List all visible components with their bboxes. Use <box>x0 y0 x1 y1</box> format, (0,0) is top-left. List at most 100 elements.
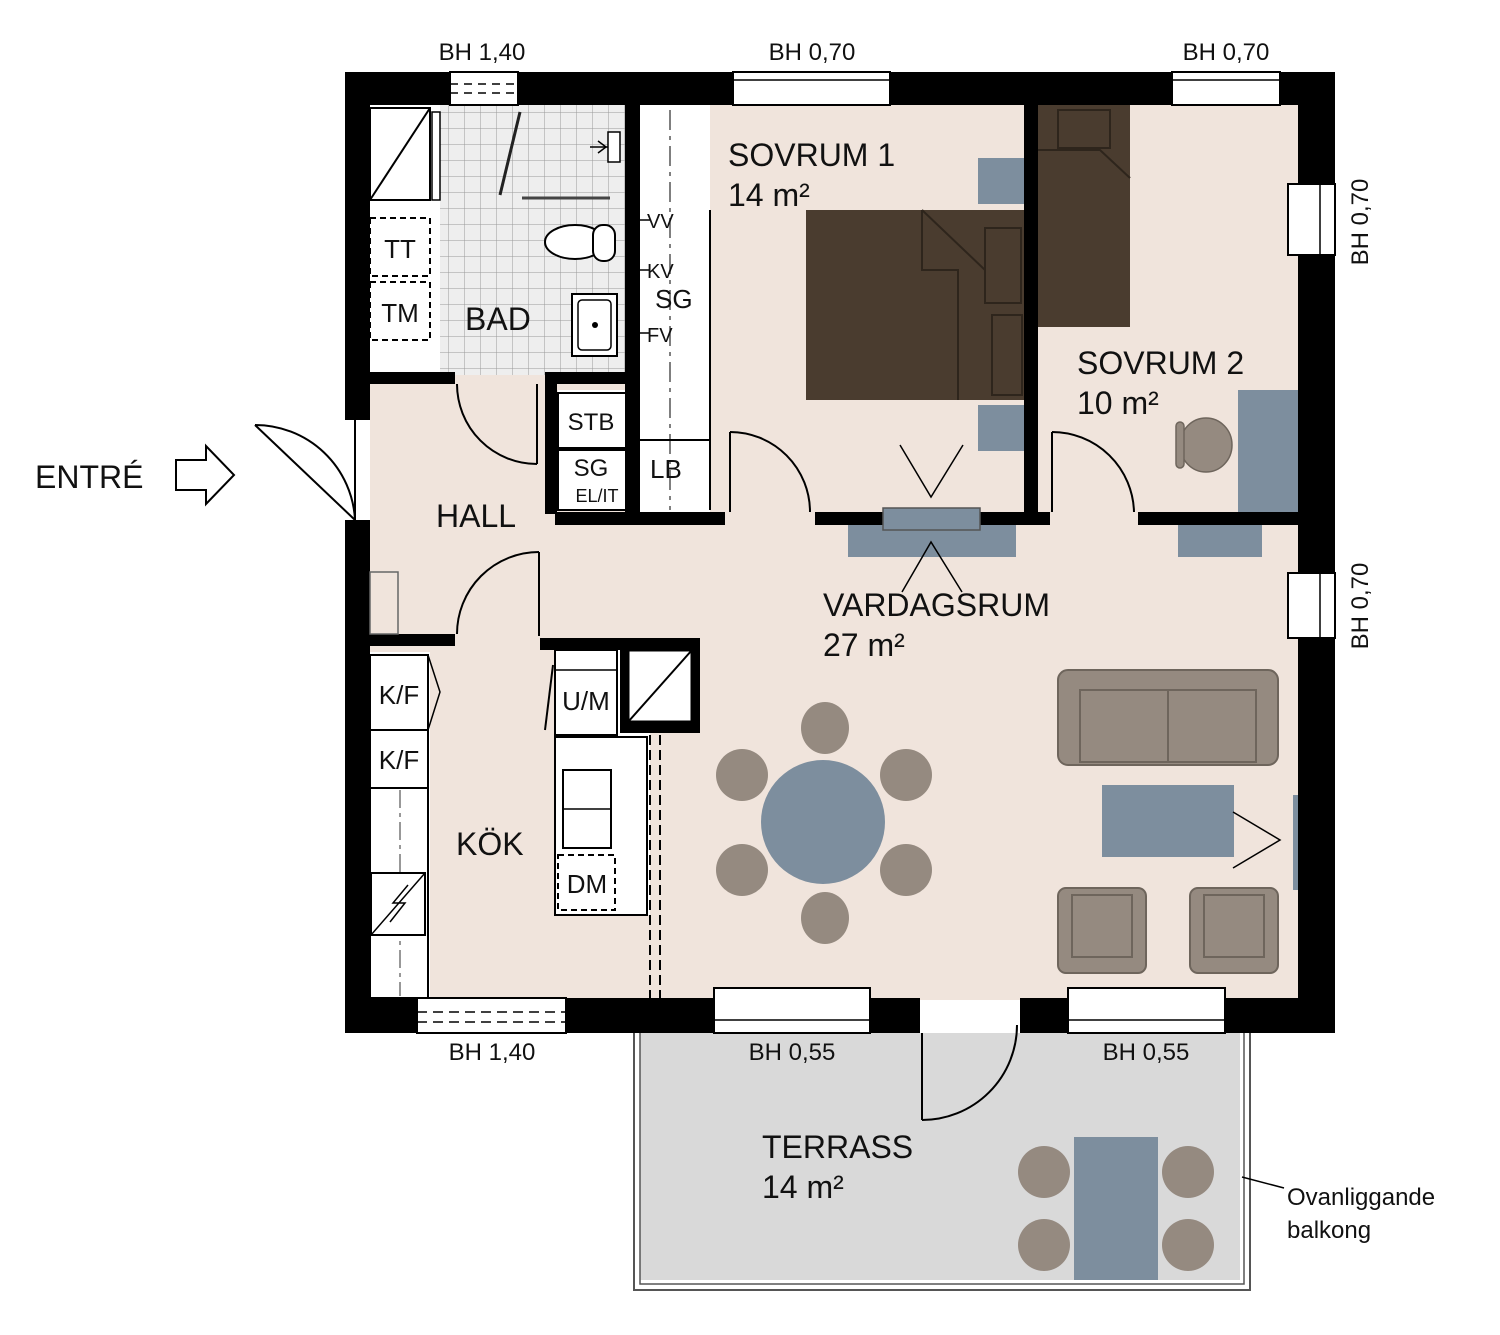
stb-label: STB <box>568 409 615 436</box>
fridge-tall-icon <box>626 648 694 724</box>
window-bottom-mid <box>713 987 871 1034</box>
annotation-leader-line <box>1241 1176 1285 1189</box>
outer-wall <box>518 72 733 105</box>
kitchen-island-counter <box>554 736 648 916</box>
window-label-bottom-mid: BH 0,55 <box>749 1039 836 1066</box>
stb-cabinet <box>557 392 627 511</box>
stove-icon <box>370 872 426 936</box>
sofa <box>1057 669 1279 766</box>
outer-wall <box>890 72 1172 105</box>
hall-shoe-rack <box>369 571 399 635</box>
dining-table <box>761 760 885 884</box>
outer-wall <box>345 72 370 420</box>
kitchen-partition <box>649 735 661 998</box>
kf1-label: K/F <box>379 680 419 710</box>
sovrum1-door[interactable] <box>729 431 811 513</box>
terrace-table <box>1074 1137 1158 1280</box>
outer-wall <box>1298 638 1335 1033</box>
room-label-terrass: TERRASS <box>762 1129 913 1165</box>
window-label-right-lower: BH 0,70 <box>1347 563 1374 650</box>
inner-wall <box>555 512 725 525</box>
room-label-bad: BAD <box>465 301 531 337</box>
window-label-top-sovrum2: BH 0,70 <box>1183 39 1270 66</box>
outer-wall <box>1298 255 1335 573</box>
single-bed <box>1038 105 1131 327</box>
tv-view-lines <box>901 540 963 593</box>
elit-label: EL/IT <box>575 486 618 506</box>
toilet-icon <box>544 224 616 262</box>
entrance-arrow-icon <box>175 443 236 507</box>
window-label-right-upper: BH 0,70 <box>1347 179 1374 266</box>
sg-label: SG <box>655 284 693 314</box>
tt-label: TT <box>384 234 416 264</box>
annotation-line2: balkong <box>1287 1217 1371 1244</box>
dining-chair <box>880 749 932 801</box>
room-label-kok: KÖK <box>456 826 524 862</box>
shower-screen <box>498 111 610 200</box>
um-label: U/M <box>562 686 610 716</box>
washing-machine: TM <box>369 281 431 341</box>
fv-label: FV <box>647 325 673 347</box>
lb-label: LB <box>650 454 682 484</box>
dining-chair <box>801 892 849 944</box>
terrace-chair <box>1018 1146 1070 1198</box>
dining-chair <box>716 749 768 801</box>
double-bed <box>806 209 1024 400</box>
outer-wall <box>345 520 370 1033</box>
area-label-vardagsrum: 27 m² <box>823 627 905 663</box>
terrace-chair <box>1162 1219 1214 1271</box>
room-label-sovrum2: SOVRUM 2 <box>1077 345 1244 381</box>
window-bottom-kok <box>416 997 567 1034</box>
outer-wall <box>1298 72 1335 184</box>
shower-head-icon <box>590 131 621 163</box>
entrance-door[interactable] <box>254 420 370 521</box>
storage-cabinet-sg-strip <box>640 105 710 515</box>
oven-microwave <box>544 649 618 736</box>
inner-wall <box>625 105 640 525</box>
sg2-label: SG <box>574 455 609 482</box>
armchair <box>1057 887 1147 974</box>
outer-wall <box>345 998 417 1033</box>
dresser <box>1178 525 1262 557</box>
terrace-door[interactable] <box>920 1014 1020 1121</box>
desk-chair <box>1175 417 1233 473</box>
window-bottom-right <box>1067 987 1226 1034</box>
area-label-terrass: 14 m² <box>762 1169 844 1205</box>
storage-sg-strip <box>640 110 711 510</box>
tm-label: TM <box>381 298 419 328</box>
dining-chair <box>716 844 768 896</box>
inner-wall <box>1024 105 1038 525</box>
window-right-lower <box>1287 572 1336 639</box>
dm-label: DM <box>567 869 607 899</box>
wall-tv <box>1293 795 1298 890</box>
kitchen-door[interactable] <box>456 551 540 636</box>
room-label-hall: HALL <box>436 498 516 534</box>
window-top-bad <box>449 71 519 106</box>
outer-wall <box>1020 998 1068 1033</box>
fridge-freezer-2 <box>369 729 429 789</box>
outer-wall <box>566 998 714 1033</box>
room-label-sovrum1: SOVRUM 1 <box>728 137 895 173</box>
annotation-line1: Ovanliggande <box>1287 1184 1435 1211</box>
window-top-sovrum2 <box>1171 71 1281 106</box>
armchair <box>1189 887 1279 974</box>
window-label-top-sovrum1: BH 0,70 <box>769 39 856 66</box>
desk <box>1238 390 1298 512</box>
bathroom-door[interactable] <box>456 383 538 465</box>
inner-wall <box>360 372 455 384</box>
tv-icon <box>882 507 981 531</box>
area-label-sovrum2: 10 m² <box>1077 385 1159 421</box>
sovrum2-door[interactable] <box>1051 431 1135 513</box>
coffee-table <box>1102 785 1234 857</box>
vv-label: VV <box>647 211 674 233</box>
outer-wall <box>870 998 920 1033</box>
dining-chair <box>880 844 932 896</box>
inner-wall <box>360 634 455 646</box>
tv-view-lines <box>1232 811 1282 869</box>
dining-chair <box>801 702 849 754</box>
washbasin-icon <box>571 293 618 357</box>
window-label-bottom-kok: BH 1,40 <box>449 1039 536 1066</box>
window-label-top-bad: BH 1,40 <box>439 39 526 66</box>
outer-wall <box>1225 998 1335 1033</box>
